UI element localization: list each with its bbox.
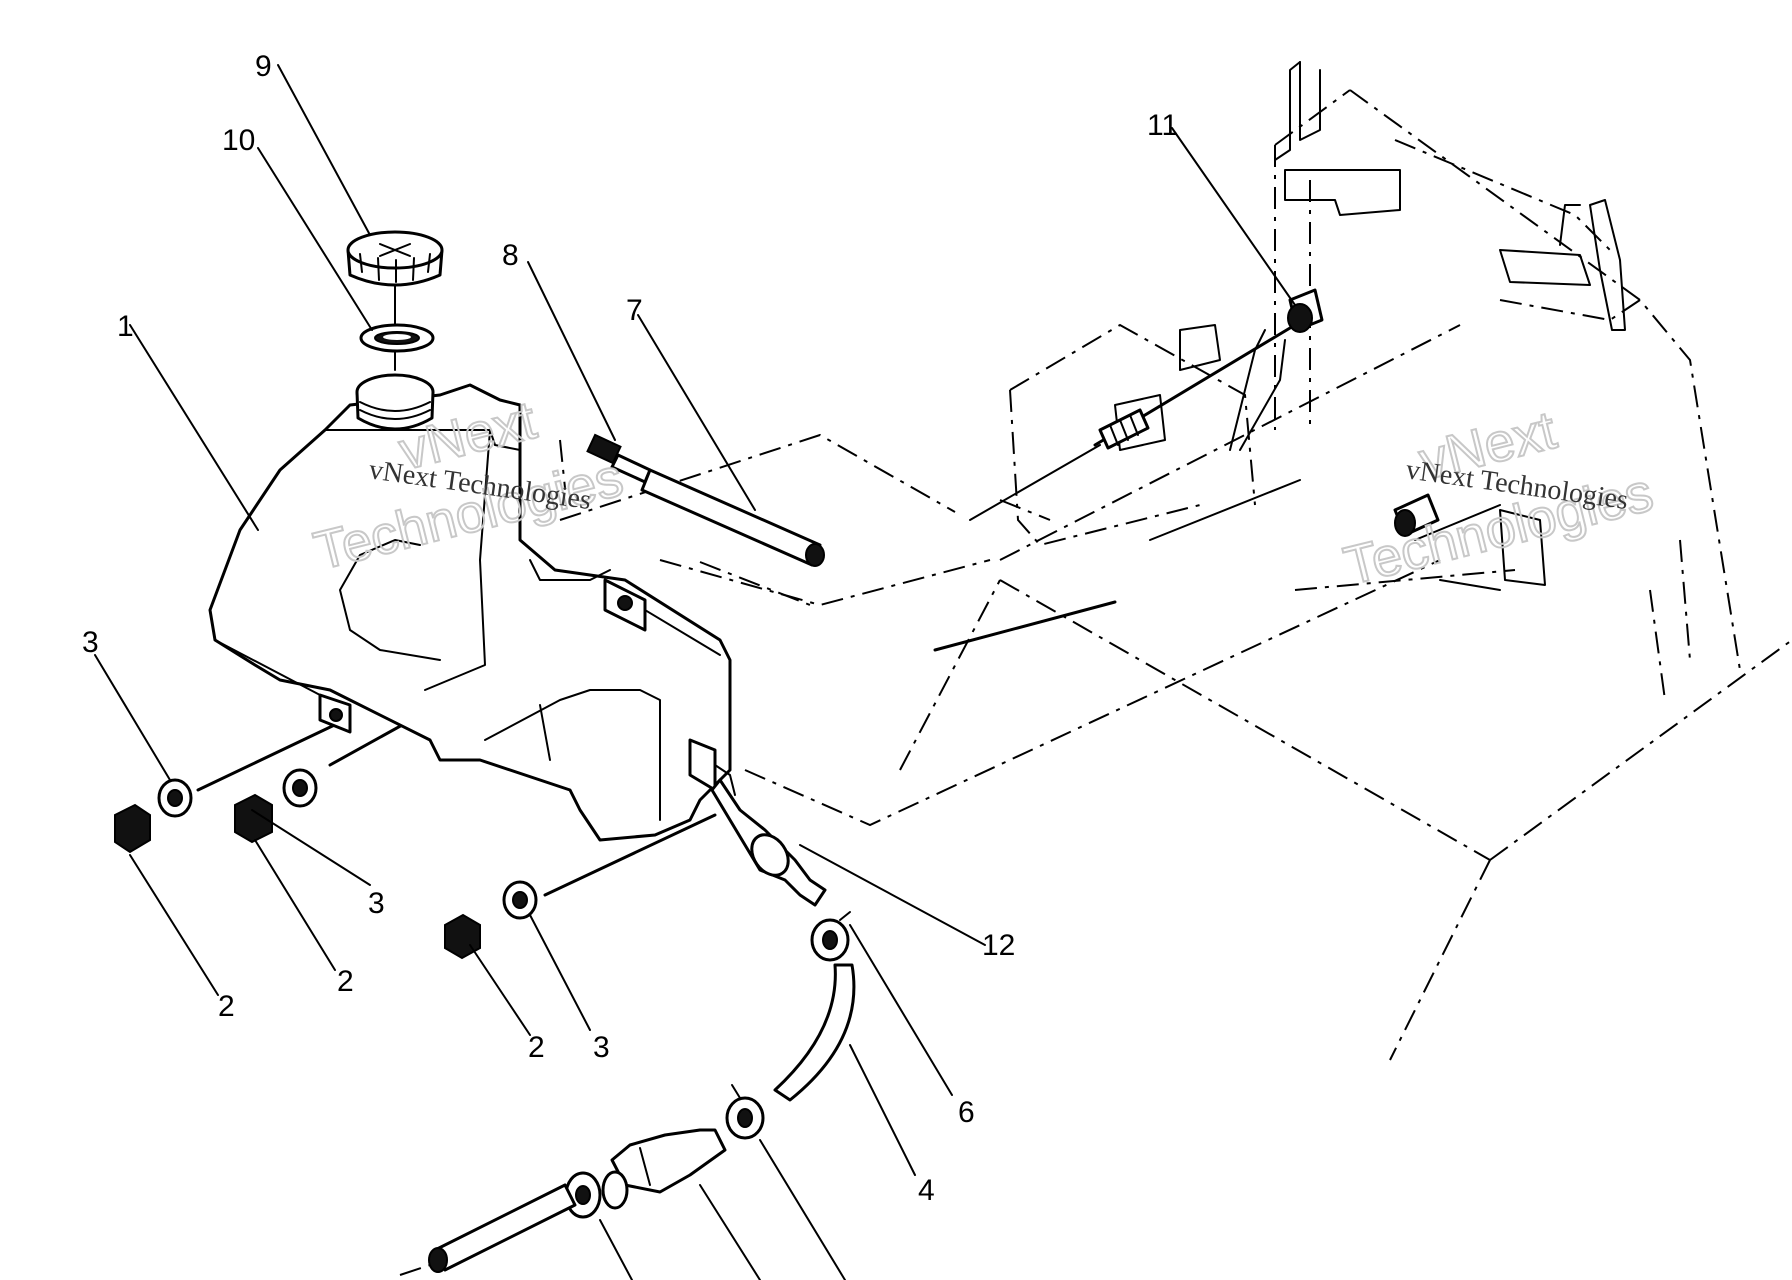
callout-1: 1 [117,310,134,343]
frame-phantom-lines [399,89,1792,1276]
fuel-fitting-upper [1287,288,1324,333]
vent-hose [640,468,825,567]
callout-3-left: 3 [82,626,99,659]
fuel-fitting-lower [1393,493,1440,537]
fuel-cap-gasket [359,323,435,353]
hardware-lower [444,880,538,960]
callout-9: 9 [255,50,272,83]
callout-8: 8 [502,239,519,272]
inline-valve [1098,408,1150,450]
callout-7: 7 [626,294,643,327]
callout-2-middle: 2 [337,965,354,998]
hose-clamp-upper [810,911,851,962]
fuel-cap [346,230,444,287]
callout-4: 4 [918,1174,935,1207]
outlet-hose [428,1183,577,1273]
hardware-middle [234,768,318,844]
fuel-shutoff-valve [710,778,827,907]
callout-11: 11 [1147,109,1178,142]
callout-12: 12 [982,929,1015,962]
leader-lines [94,64,1296,1280]
callout-6: 6 [958,1096,975,1129]
fuel-hose [773,963,856,1102]
fuel-tank [208,373,736,842]
callout-3-middle: 3 [368,887,385,920]
callout-2-lower: 2 [528,1031,545,1064]
callout-2-left: 2 [218,990,235,1023]
hardware-left [114,778,193,854]
callouts: 9 10 1 8 7 11 3 3 3 2 2 2 12 6 4 [82,50,1178,1207]
callout-3-lower: 3 [593,1031,610,1064]
callout-10: 10 [222,124,255,157]
fuel-filter [601,1128,727,1210]
hose-clamp-lower [725,1084,765,1140]
watermark-right: vNext Technologies vNext Technologies [1337,399,1659,598]
